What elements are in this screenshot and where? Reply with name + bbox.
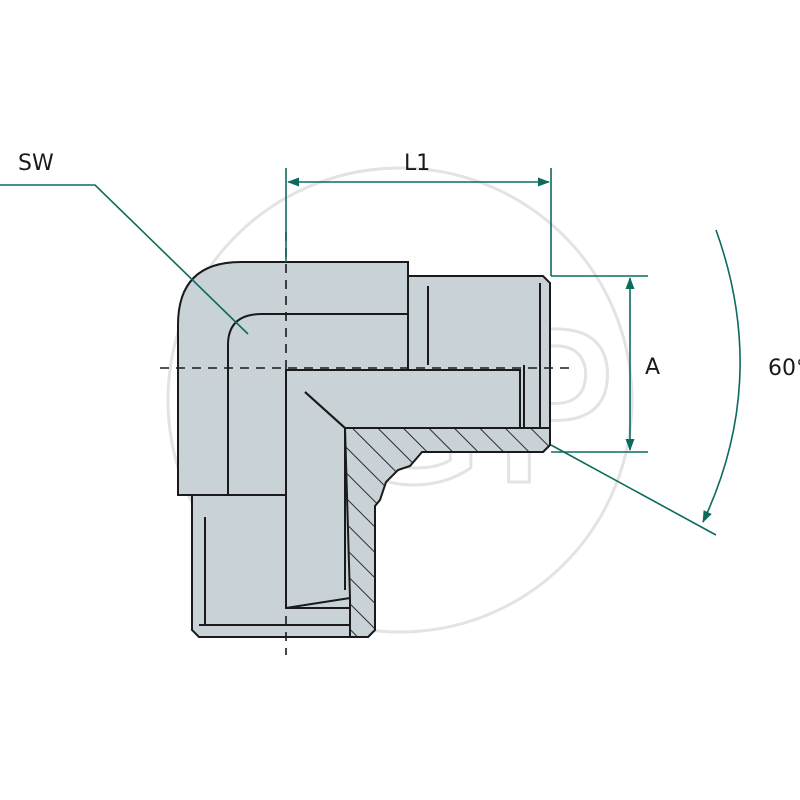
label-angle: 60° [768,356,800,381]
section-hatch [344,427,551,638]
angle-arc [702,229,741,523]
angle-leader-line [550,444,717,536]
sw-leader-line [0,184,249,335]
label-sw: SW [18,151,54,176]
bore-cone [304,391,346,590]
dimensions: SW L1 A 60° [0,151,800,536]
elbow-fitting [160,232,572,655]
label-l1: L1 [404,151,430,176]
label-a: A [645,355,660,380]
